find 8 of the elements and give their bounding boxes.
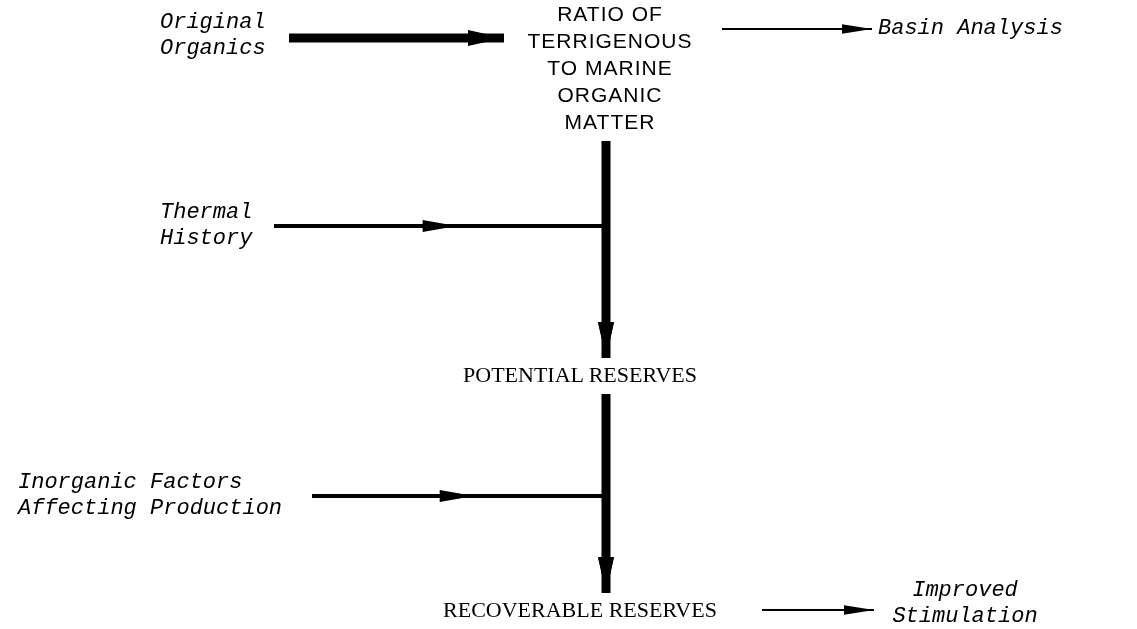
node-label: POTENTIAL RESERVES	[430, 362, 730, 388]
node-label: Original Organics	[160, 10, 285, 62]
node-label: RECOVERABLE RESERVES	[410, 597, 750, 623]
node-label: Basin Analysis	[878, 16, 1078, 42]
node-label: Inorganic Factors Affecting Production	[18, 470, 308, 522]
node-label: RATIO OF TERRIGENOUS TO MARINE ORGANIC MATTER	[510, 0, 710, 135]
node-label: Thermal History	[160, 200, 270, 252]
node-label: Improved Stimulation	[880, 578, 1050, 629]
